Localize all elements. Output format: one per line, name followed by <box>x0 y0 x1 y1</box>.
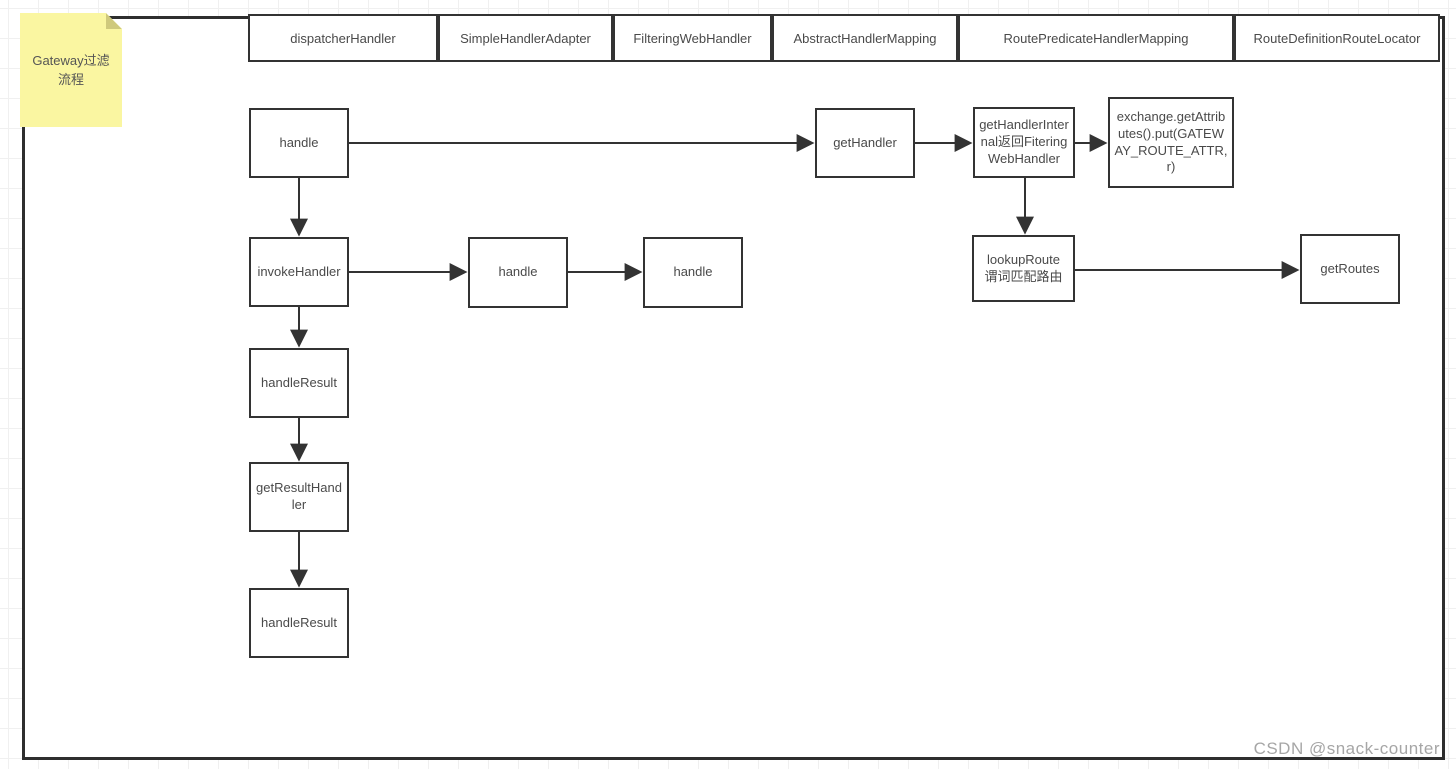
node-handle-dispatcher: handle <box>249 108 349 178</box>
lane-route-predicate-handler-mapping: RoutePredicateHandlerMapping <box>958 14 1234 62</box>
node-handle-adapter: handle <box>468 237 568 308</box>
lane-label: SimpleHandlerAdapter <box>460 30 591 46</box>
node-get-result-handler: getResultHandler <box>249 462 349 532</box>
node-handle-result-1: handleResult <box>249 348 349 418</box>
watermark: CSDN @snack-counter <box>1253 739 1440 758</box>
node-get-routes: getRoutes <box>1300 234 1400 304</box>
lane-route-definition-route-locator: RouteDefinitionRouteLocator <box>1234 14 1440 62</box>
lane-label: RoutePredicateHandlerMapping <box>1003 30 1189 46</box>
node-handle-filtering: handle <box>643 237 743 308</box>
lane-abstract-handler-mapping: AbstractHandlerMapping <box>772 14 958 62</box>
node-invoke-handler: invokeHandler <box>249 237 349 307</box>
node-exchange-put-attr: exchange.getAttributes().put(GATEWAY_ROU… <box>1108 97 1234 188</box>
node-lookup-route: lookupRoute 谓词匹配路由 <box>972 235 1075 302</box>
lane-label: AbstractHandlerMapping <box>793 30 937 46</box>
lane-label: RouteDefinitionRouteLocator <box>1253 30 1421 46</box>
lane-label: dispatcherHandler <box>290 30 396 46</box>
lane-filtering-web-handler: FilteringWebHandler <box>613 14 772 62</box>
sticky-note: Gateway过滤流程 <box>20 13 122 127</box>
node-handle-result-2: handleResult <box>249 588 349 658</box>
lane-label: FilteringWebHandler <box>633 30 752 46</box>
sticky-note-label: Gateway过滤流程 <box>32 52 110 87</box>
node-get-handler-internal: getHandlerInternal返回FiteringWebHandler <box>973 107 1075 178</box>
lane-dispatcher-handler: dispatcherHandler <box>248 14 438 62</box>
node-get-handler: getHandler <box>815 108 915 178</box>
lane-simple-handler-adapter: SimpleHandlerAdapter <box>438 14 613 62</box>
